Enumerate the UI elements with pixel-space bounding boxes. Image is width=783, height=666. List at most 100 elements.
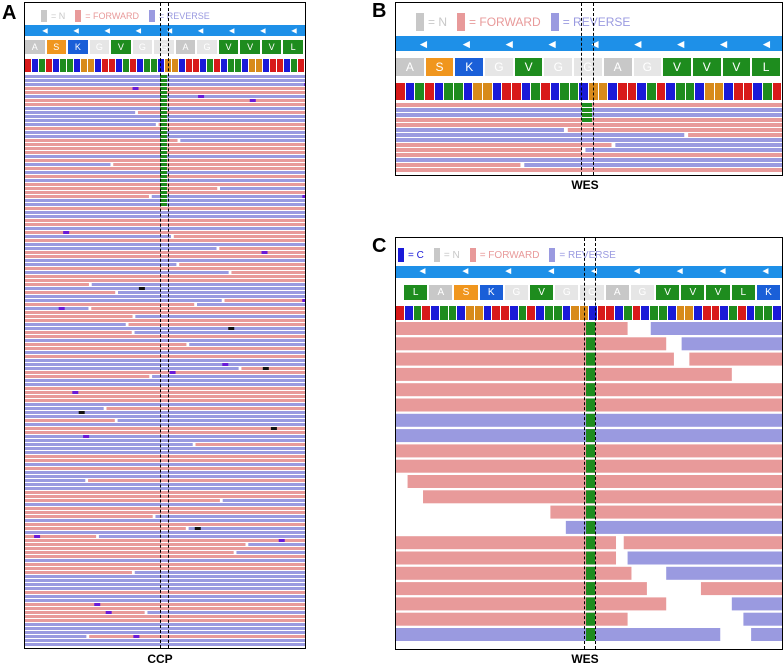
forward-read: [25, 527, 186, 530]
mismatch-mark: [302, 195, 305, 198]
reverse-read: [25, 111, 136, 114]
reference-base: [453, 83, 464, 100]
forward-read: [25, 427, 305, 430]
reverse-read: [585, 148, 782, 152]
reverse-read: [25, 243, 305, 246]
amino-acid-cell: K: [479, 285, 505, 300]
forward-read: [25, 607, 305, 610]
reference-base: [597, 306, 607, 320]
legend-item: = REVERSE: [550, 13, 631, 31]
reverse-read: [25, 299, 222, 302]
reference-base: [123, 59, 130, 72]
reference-base: [685, 83, 696, 100]
amino-acid-cell: V: [706, 285, 732, 300]
amino-acid-cell: L: [283, 40, 305, 54]
variant-base: [160, 83, 167, 86]
mismatch-mark: [78, 411, 85, 414]
amino-acid-cell: A: [605, 285, 631, 300]
variant-base: [160, 95, 167, 98]
forward-read: [396, 337, 667, 351]
reference-base: [249, 59, 256, 72]
forward-read: [396, 153, 782, 157]
panel-c-letter: C: [372, 235, 387, 257]
amino-acid-cell: A: [25, 40, 47, 54]
variant-base: [586, 475, 595, 488]
reverse-strand-arrow-icon: ◄: [227, 25, 237, 35]
variant-boundary-right: [593, 3, 594, 175]
reference-base: [473, 83, 483, 100]
reverse-read: [25, 475, 305, 478]
reference-base: [463, 83, 474, 100]
reference-base: [553, 306, 563, 320]
forward-read: [158, 123, 305, 126]
mismatch-mark: [58, 307, 65, 310]
forward-read: [25, 523, 305, 526]
forward-read: [550, 505, 782, 519]
reverse-read: [565, 520, 782, 534]
amino-acid-cell: A: [429, 285, 455, 300]
amino-acid-cell: L: [404, 285, 430, 300]
reverse-read: [396, 138, 782, 142]
legend-label: = REVERSE: [562, 15, 631, 29]
amino-acid-cell: L: [752, 58, 782, 76]
reference-base: [755, 306, 765, 320]
reverse-read: [25, 227, 305, 230]
reverse-strand-arrow-icon: ◄: [133, 25, 143, 35]
forward-read: [25, 399, 305, 402]
panel-c-caption: WES: [571, 652, 599, 666]
reverse-read: [25, 587, 305, 590]
reference-base: [413, 306, 423, 320]
reference-base: [448, 306, 458, 320]
forward-read: [25, 343, 187, 346]
forward-read: [25, 551, 234, 554]
variant-base: [586, 582, 595, 596]
reference-base: [235, 59, 242, 72]
reverse-strand-arrow-icon: ◄: [460, 266, 471, 277]
reverse-strand-arrow-icon: ◄: [460, 36, 473, 51]
reference-base: [396, 83, 406, 100]
reverse-strand-arrow-icon: ◄: [631, 266, 642, 277]
reference-base: [404, 306, 414, 320]
mismatch-mark: [270, 427, 277, 430]
reference-base: [405, 83, 416, 100]
amino-acid-cell: G: [555, 285, 581, 300]
variant-base: [586, 459, 595, 473]
variant-base: [160, 111, 167, 114]
reverse-read: [25, 627, 305, 630]
reverse-read: [25, 407, 104, 410]
reverse-read: [135, 315, 305, 318]
forward-read: [25, 495, 305, 498]
reverse-strand-arrow-icon: ◄: [40, 25, 50, 35]
forward-read: [25, 615, 305, 618]
forward-read: [700, 582, 782, 596]
reverse-read: [155, 515, 305, 518]
variant-base: [160, 127, 167, 130]
reference-base: [172, 59, 179, 72]
reference-base: [444, 83, 454, 100]
reverse-read: [25, 423, 305, 426]
reference-base: [606, 306, 616, 320]
amino-acid-cell: V: [692, 58, 723, 76]
reference-base: [25, 59, 32, 72]
mismatch-mark: [105, 611, 112, 614]
amino-acid-cell: G: [630, 285, 657, 300]
forward-read: [688, 133, 782, 137]
variant-base: [160, 79, 167, 82]
legend: = N= FORWARD= REVERSE: [416, 11, 782, 33]
reference-base: [658, 306, 668, 320]
mismatch-mark: [138, 287, 145, 290]
reference-base: [521, 83, 532, 100]
forward-read: [25, 231, 305, 234]
reference-base: [545, 306, 554, 320]
forward-read: [25, 187, 218, 190]
forward-read: [25, 419, 115, 422]
forward-read: [25, 391, 305, 394]
reverse-read: [25, 623, 305, 626]
legend-swatch: [550, 13, 559, 31]
variant-base: [160, 167, 167, 170]
reference-base: [720, 306, 730, 320]
reference-base: [694, 306, 703, 320]
reverse-read: [134, 571, 305, 574]
reverse-strand-arrow-icon: ◄: [674, 36, 687, 51]
variant-base: [582, 103, 592, 107]
